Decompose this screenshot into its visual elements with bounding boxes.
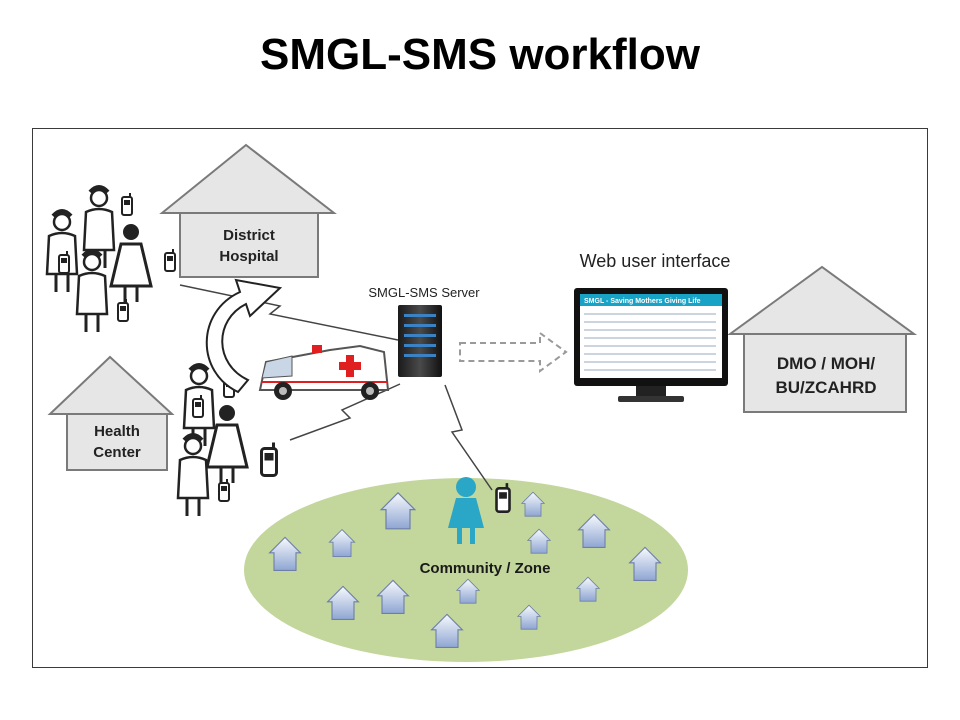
- district-hospital-label-2: Hospital: [219, 248, 278, 265]
- monitor-icon: SMGL - Saving Mothers Giving Life: [574, 288, 728, 402]
- curved-arrow-icon: [205, 278, 283, 394]
- web-ui-label: Web user interface: [580, 251, 731, 271]
- dmo-moh-house: DMO / MOH/ BU/ZCAHRD: [726, 265, 918, 413]
- district-hospital-house: District Hospital: [159, 143, 337, 278]
- diagram-frame: [32, 128, 928, 668]
- slide-title: SMGL-SMS workflow: [260, 30, 700, 79]
- monitor-banner: SMGL - Saving Mothers Giving Life: [584, 298, 701, 305]
- health-center-house: Health Center: [47, 355, 175, 471]
- community-zone: Community / Zone: [244, 477, 688, 662]
- dmo-label-2: BU/ZCAHRD: [775, 378, 876, 397]
- server-icon: [398, 305, 442, 377]
- district-hospital-label-1: District: [223, 227, 275, 244]
- health-center-label-2: Center: [93, 444, 141, 461]
- people-group-icon: [45, 185, 176, 334]
- ambulance-icon: [258, 344, 390, 400]
- community-label: Community / Zone: [420, 560, 551, 577]
- dmo-label-1: DMO / MOH/: [777, 354, 875, 373]
- health-center-label-1: Health: [94, 423, 140, 440]
- woman-icon: [448, 477, 484, 544]
- mobile-phone-icon: [495, 481, 511, 514]
- server-label: SMGL-SMS Server: [368, 285, 480, 300]
- dashed-arrow-icon: [459, 331, 568, 373]
